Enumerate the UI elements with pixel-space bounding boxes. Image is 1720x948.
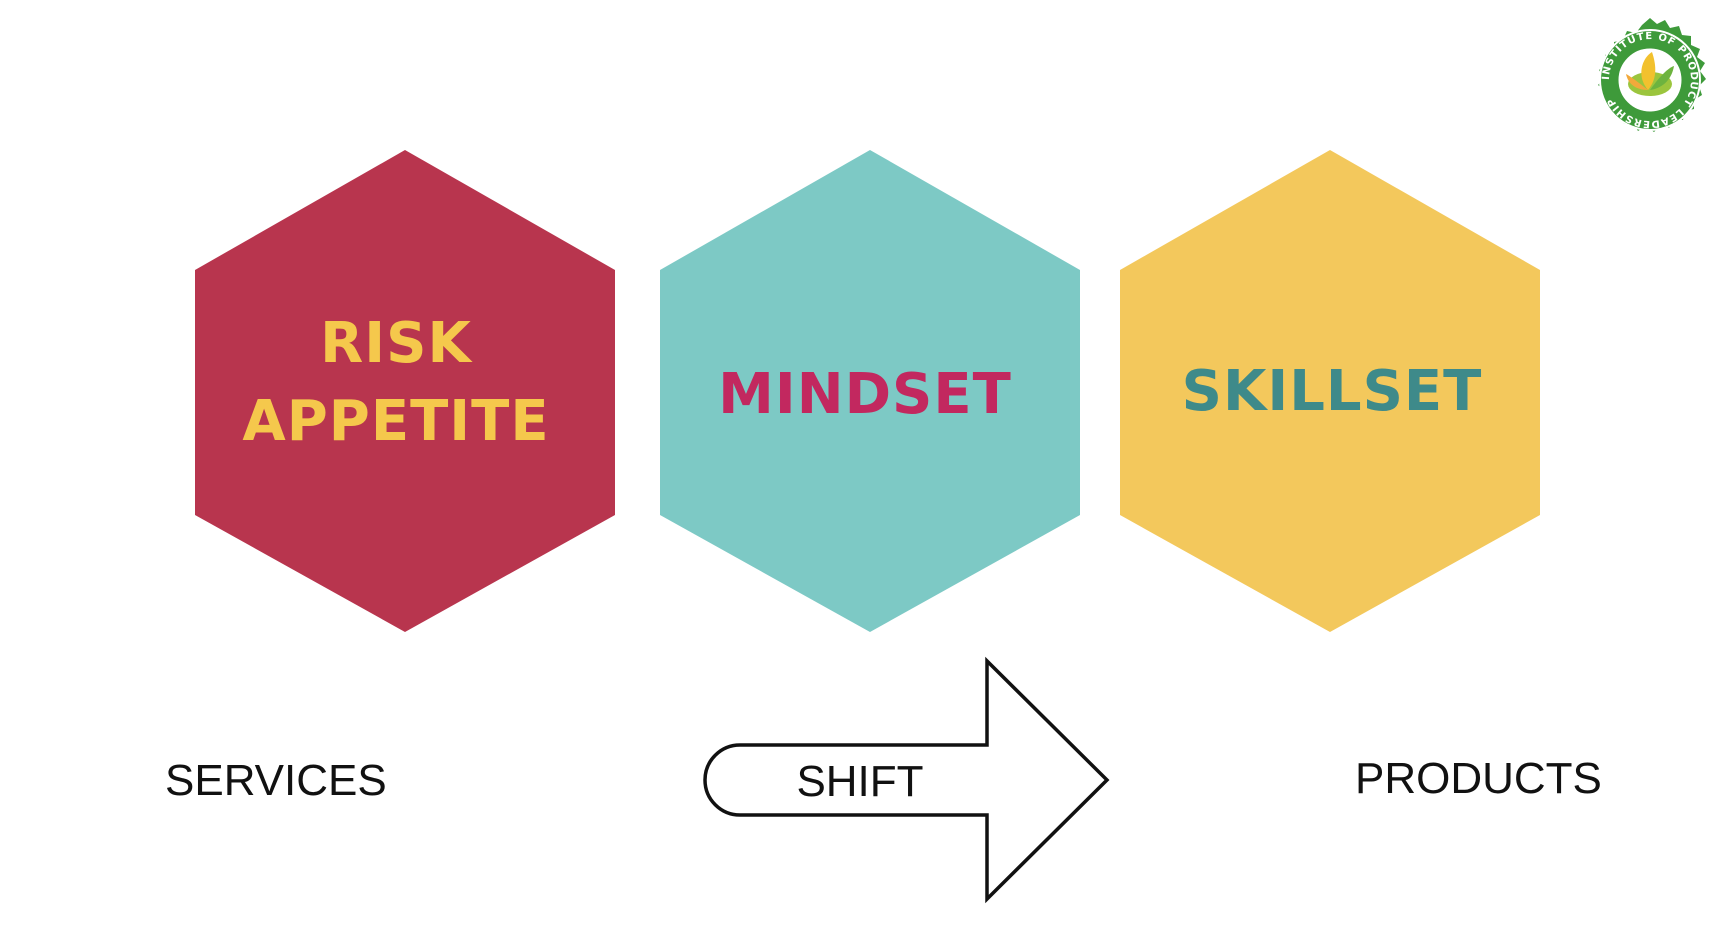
logo-leaf-icon <box>1626 52 1674 96</box>
hexagon-skillset-label: SKILLSET <box>1182 359 1483 424</box>
services-label: SERVICES <box>165 756 387 805</box>
shift-arrow: SHIFT <box>703 656 1110 904</box>
hexagon-skillset-shape <box>1120 150 1540 632</box>
institute-logo: INSTITUTE OF PRODUCT LEADERSHIP <box>1598 18 1706 132</box>
hexagon-mindset: MINDSET <box>660 150 1080 632</box>
hexagon-mindset-shape <box>660 150 1080 632</box>
shift-arrow-icon <box>703 656 1110 904</box>
hexagon-risk-line2: APPETITE <box>242 389 549 454</box>
hexagon-mindset-label: MINDSET <box>718 362 1012 427</box>
hexagon-risk-shape <box>195 150 615 632</box>
hexagon-risk-line1: RISK <box>320 311 473 376</box>
hexagon-risk-appetite: RISK APPETITE <box>195 150 615 632</box>
products-label: PRODUCTS <box>1355 754 1602 803</box>
shift-arrow-label: SHIFT <box>796 757 923 806</box>
hexagon-skillset: SKILLSET <box>1120 150 1540 632</box>
